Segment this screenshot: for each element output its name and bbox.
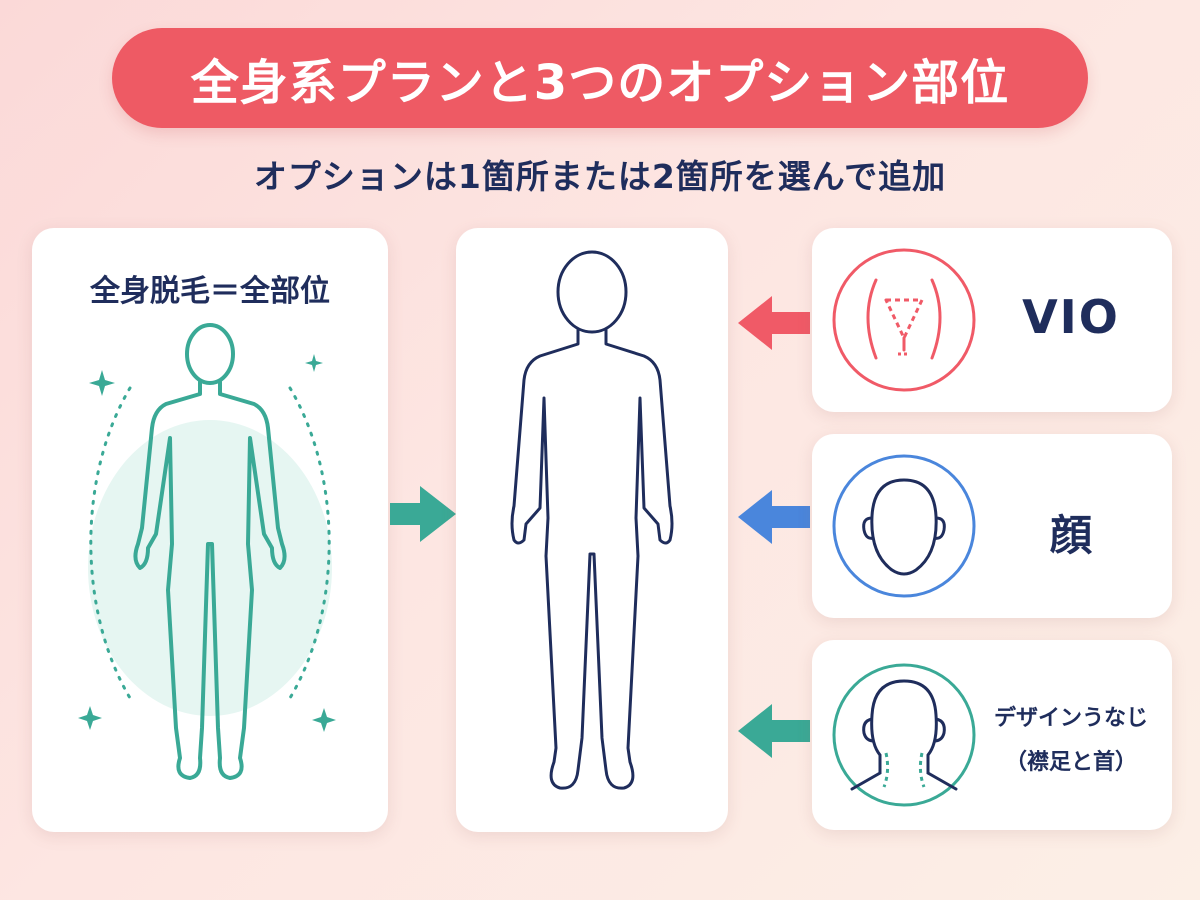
option-label-face: 顔 xyxy=(1049,511,1092,560)
vio-icon xyxy=(832,248,976,392)
base-body-card xyxy=(456,228,728,832)
title-banner: 全身系プランと3つのオプション部位 xyxy=(112,28,1088,128)
nape-icon xyxy=(832,663,976,807)
sparkle-icon xyxy=(78,706,102,730)
option-label-nape: デザインうなじ xyxy=(993,706,1148,731)
whole-body-card: 全身脱毛＝全部位 xyxy=(32,228,388,832)
sparkle-icon xyxy=(305,354,323,372)
face-icon xyxy=(832,454,976,598)
arrow-left-icon xyxy=(738,490,810,544)
option-card-vio: VIO xyxy=(812,228,1172,412)
arrow-left-icon xyxy=(738,704,810,758)
arrow-right-icon xyxy=(390,486,456,542)
sparkle-arc-left xyxy=(89,386,132,700)
option-label-vio: VIO xyxy=(1022,290,1120,344)
option-card-nape: デザインうなじ （襟足と首） xyxy=(812,640,1172,830)
option-label-nape-detail: （襟足と首） xyxy=(1004,750,1137,775)
page-subtitle: オプションは1箇所または2箇所を選んで追加 xyxy=(253,157,947,196)
navy-body-figure xyxy=(510,250,674,790)
sparkle-icon xyxy=(312,708,336,732)
glow-backdrop xyxy=(88,420,332,716)
whole-body-label: 全身脱毛＝全部位 xyxy=(90,274,330,309)
page-title: 全身系プランと3つのオプション部位 xyxy=(190,55,1010,111)
whole-body-figure xyxy=(78,323,336,780)
teal-body-outline xyxy=(133,323,287,780)
sparkle-arc-right xyxy=(288,386,331,700)
sparkle-icon xyxy=(89,370,115,396)
option-card-face: 顔 xyxy=(812,434,1172,618)
arrow-left-icon xyxy=(738,296,810,350)
